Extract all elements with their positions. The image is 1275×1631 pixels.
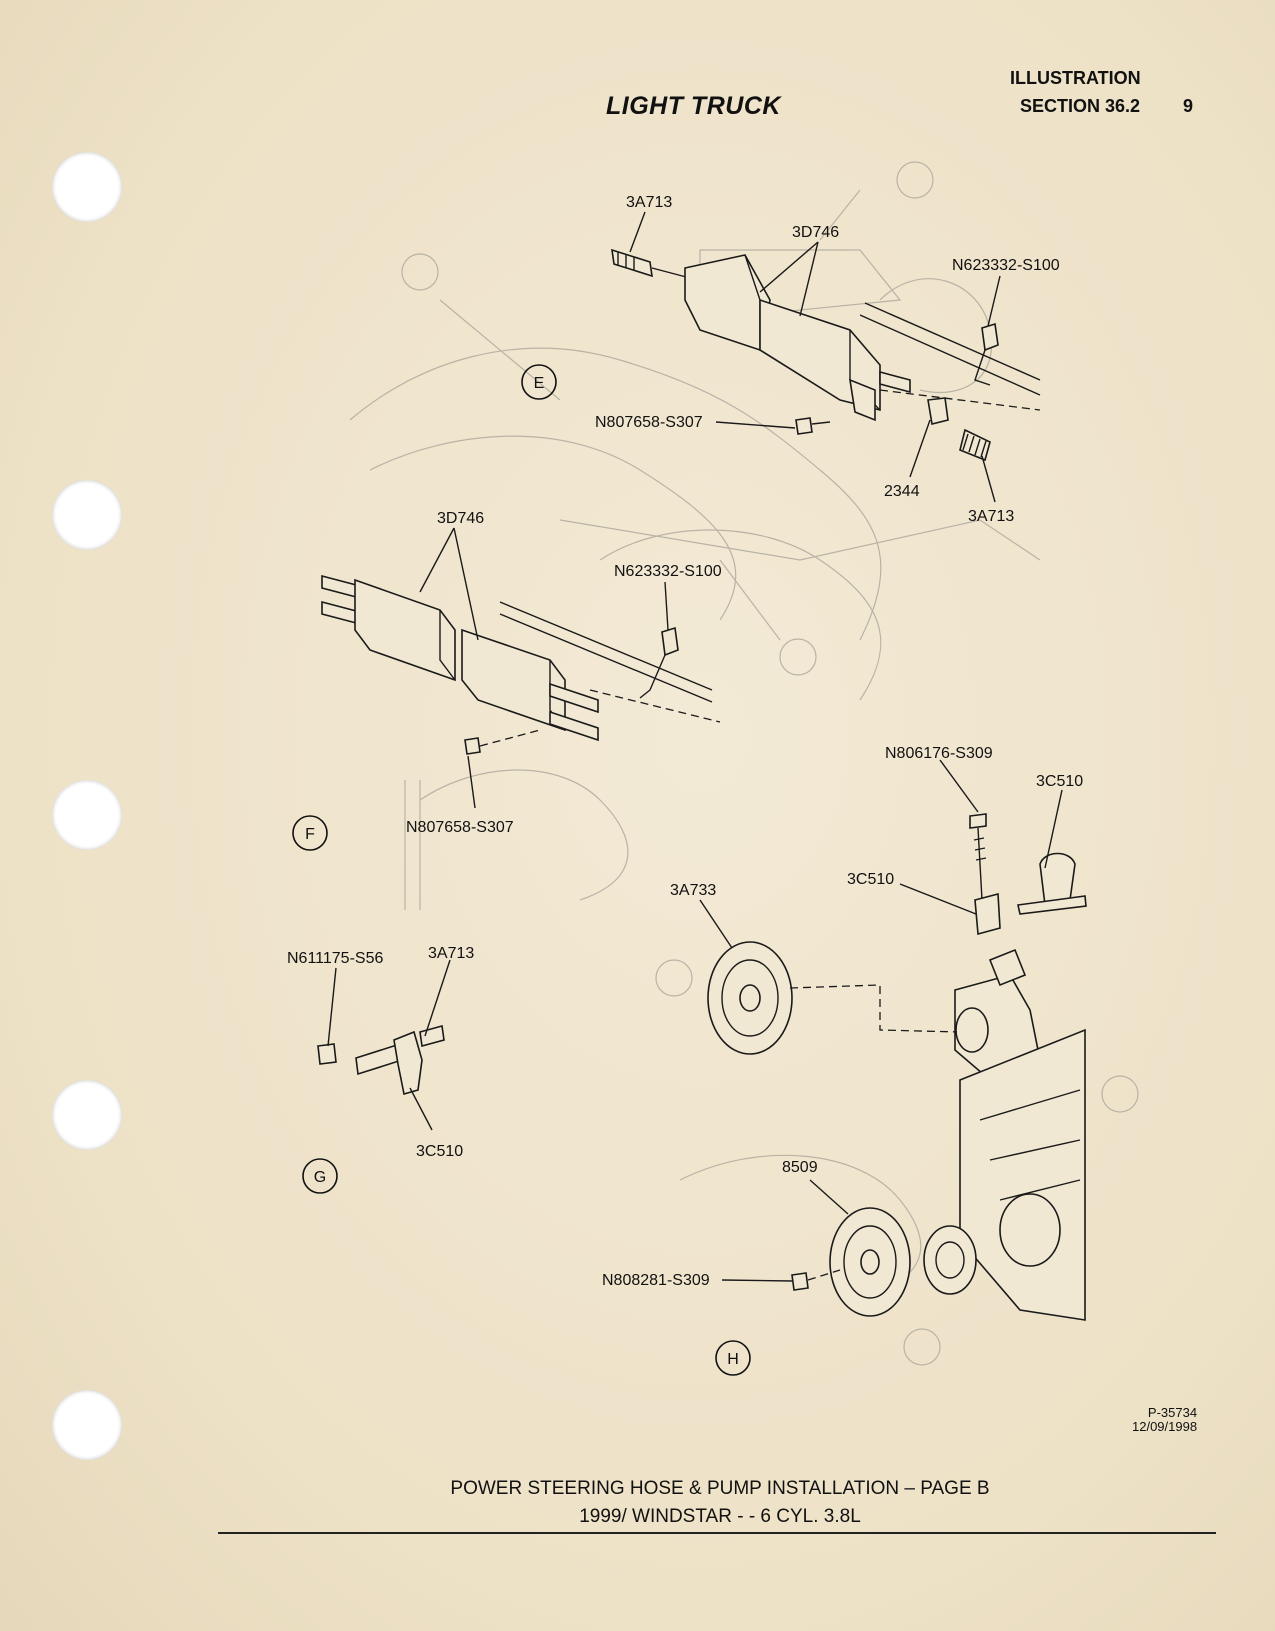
illustration-label: ILLUSTRATION xyxy=(1010,68,1141,88)
part-label: 3A713 xyxy=(968,508,1014,525)
view-callout-letter: E xyxy=(534,375,545,392)
view-callout-letter: G xyxy=(314,1169,326,1186)
binder-hole xyxy=(52,480,122,550)
view-f-labels: 3D746 N623332-S100 N807658-S307 F xyxy=(292,510,722,851)
page-title: LIGHT TRUCK xyxy=(606,92,781,120)
figure-date: 12/09/1998 xyxy=(1132,1419,1198,1434)
part-label: N623332-S100 xyxy=(952,257,1060,274)
part-label: 3C510 xyxy=(416,1143,463,1160)
view-g-leaders xyxy=(327,959,451,1131)
view-h-assembly xyxy=(707,813,1087,1321)
view-e-assembly xyxy=(611,248,1041,462)
section-label: SECTION 36.2 xyxy=(1020,96,1141,116)
part-label: 3D746 xyxy=(792,224,839,241)
view-callout-circle xyxy=(521,364,557,400)
part-label: 3A713 xyxy=(428,945,474,962)
view-callout-circle xyxy=(715,1340,751,1376)
part-label: N807658-S307 xyxy=(595,414,703,431)
view-callout-circle xyxy=(302,1158,338,1194)
part-label: 3A713 xyxy=(626,194,672,211)
view-f-assembly xyxy=(321,574,721,755)
part-label: 8509 xyxy=(782,1159,818,1176)
binder-hole xyxy=(52,780,122,850)
part-label: N808281-S309 xyxy=(602,1272,710,1289)
binder-hole xyxy=(52,152,122,222)
footer-rule xyxy=(218,1532,1216,1534)
view-callout-letter: H xyxy=(727,1351,739,1368)
part-label: N806176-S309 xyxy=(885,745,993,762)
view-g-labels: N611175-S56 3A713 3C510 G xyxy=(287,945,474,1194)
view-f-leaders xyxy=(419,527,669,809)
figure-id: P-35734 12/09/1998 xyxy=(1132,1406,1197,1434)
bleed-through-drawing xyxy=(349,161,1139,1366)
view-g-assembly xyxy=(317,1024,445,1096)
part-label: N807658-S307 xyxy=(406,819,514,836)
part-label: 3C510 xyxy=(847,871,894,888)
view-callout-circle xyxy=(292,815,328,851)
part-label: N611175-S56 xyxy=(287,950,383,967)
view-e-labels: 3A713 3D746 N623332-S100 N807658-S307 23… xyxy=(521,194,1060,525)
footer-subtitle: 1999/ WINDSTAR - - 6 CYL. 3.8L xyxy=(579,1506,861,1527)
view-h-labels: N806176-S309 3C510 3C510 3A733 8509 N808… xyxy=(602,745,1083,1376)
binder-hole xyxy=(52,1080,122,1150)
page-number: 9 xyxy=(1183,96,1194,116)
part-label: 2344 xyxy=(884,483,920,500)
view-h-leaders xyxy=(699,759,1063,1282)
view-e-leaders xyxy=(629,211,1001,503)
figure-code: P-35734 xyxy=(1147,1405,1198,1420)
part-label: 3C510 xyxy=(1036,773,1083,790)
part-label: 3A733 xyxy=(670,882,716,899)
binder-hole xyxy=(52,1390,122,1460)
part-label: 3D746 xyxy=(437,510,484,527)
footer-title: POWER STEERING HOSE & PUMP INSTALLATION … xyxy=(450,1478,990,1499)
part-label: N623332-S100 xyxy=(614,563,722,580)
view-callout-letter: F xyxy=(305,826,315,843)
